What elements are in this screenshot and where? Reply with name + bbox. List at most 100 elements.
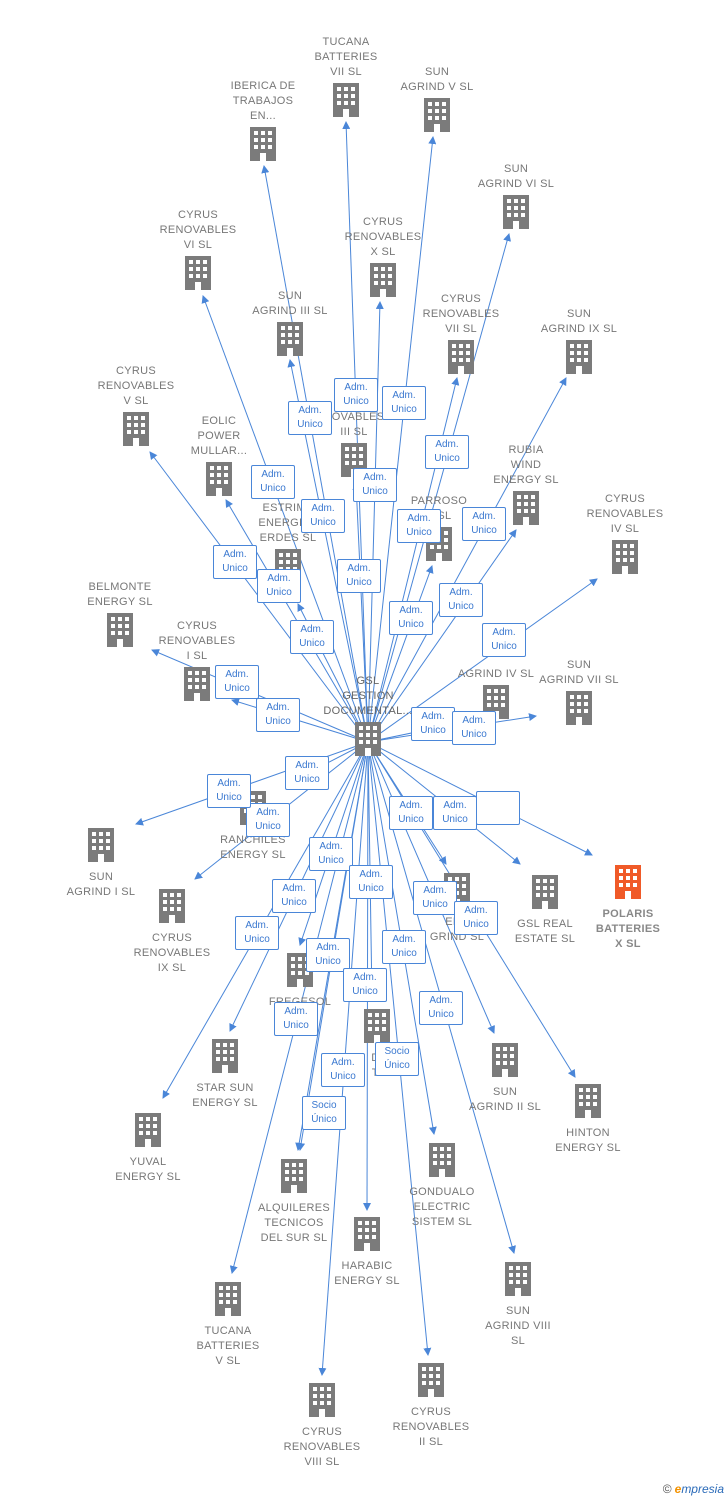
relation-badge[interactable]: Adm. Unico bbox=[353, 468, 397, 502]
relation-badge-socio[interactable]: Socio Único bbox=[302, 1096, 346, 1130]
company-node-sun8[interactable]: SUN AGRIND VIII SL bbox=[463, 1259, 573, 1349]
relation-badge[interactable]: Adm. Unico bbox=[454, 901, 498, 935]
relation-badge[interactable]: Adm. Unico bbox=[382, 930, 426, 964]
relation-badge[interactable]: Adm. Unico bbox=[425, 435, 469, 469]
relation-badge[interactable]: Adm. Unico bbox=[235, 916, 279, 950]
edge-belmonte bbox=[151, 649, 369, 743]
relation-badge[interactable]: Adm. Unico bbox=[482, 623, 526, 657]
company-node-sun1[interactable]: SUN AGRIND I SL bbox=[46, 825, 156, 900]
company-node-sun9[interactable]: SUN AGRIND IX SL bbox=[524, 307, 634, 382]
relation-badge[interactable]: Adm. Unico bbox=[321, 1053, 365, 1087]
relation-badge[interactable]: Adm. Unico bbox=[334, 378, 378, 412]
company-node-cyrus8[interactable]: CYRUS RENOVABLES VIII SL bbox=[267, 1380, 377, 1470]
relation-badge[interactable]: Adm. Unico bbox=[290, 620, 334, 654]
edge-iberica bbox=[261, 165, 369, 743]
company-node-cyrus9[interactable]: CYRUS RENOVABLES IX SL bbox=[117, 886, 227, 976]
relation-badge[interactable]: Adm. Unico bbox=[274, 1002, 318, 1036]
company-node-gondualo[interactable]: GONDUALO ELECTRIC SISTEM SL bbox=[387, 1140, 497, 1230]
company-node-tucana7[interactable]: TUCANA BATTERIES VII SL bbox=[291, 35, 401, 125]
company-node-starsun[interactable]: STAR SUN ENERGY SL bbox=[170, 1036, 280, 1111]
relation-badge[interactable]: Adm. Unico bbox=[285, 756, 329, 790]
company-node-hinton[interactable]: HINTON ENERGY SL bbox=[533, 1081, 643, 1156]
center-company-label: GSL GESTION DOCUMENTAL... bbox=[323, 675, 413, 717]
company-node-sun3[interactable]: SUN AGRIND III SL bbox=[235, 289, 345, 364]
building-icon bbox=[564, 340, 594, 379]
relation-badge[interactable]: Socio Único bbox=[375, 1042, 419, 1076]
building-icon bbox=[613, 865, 643, 904]
relation-badge-polaris[interactable] bbox=[476, 791, 520, 825]
company-node-alquileres[interactable]: ALQUILERES TECNICOS DEL SUR SL bbox=[239, 1156, 349, 1246]
company-label: SUN AGRIND VIII SL bbox=[485, 1305, 551, 1347]
company-label: SUN AGRIND IX SL bbox=[540, 308, 618, 335]
relation-badge[interactable]: Adm. Unico bbox=[452, 711, 496, 745]
company-node-cyrusx[interactable]: CYRUS RENOVABLES X SL bbox=[328, 215, 438, 305]
relation-badge[interactable]: Adm. Unico bbox=[397, 509, 441, 543]
company-node-iberica[interactable]: IBERICA DE TRABAJOS EN... bbox=[208, 79, 318, 169]
relation-badge[interactable]: Adm. Unico bbox=[288, 401, 332, 435]
building-icon bbox=[157, 889, 187, 928]
company-node-sun5[interactable]: SUN AGRIND V SL bbox=[382, 65, 492, 140]
company-node-cyrus7[interactable]: CYRUS RENOVABLES VII SL bbox=[406, 292, 516, 382]
relation-badge[interactable]: Adm. Unico bbox=[389, 601, 433, 635]
company-label: TUCANA BATTERIES V SL bbox=[196, 1325, 260, 1367]
relation-badge[interactable]: Adm. Unico bbox=[256, 698, 300, 732]
building-icon bbox=[511, 491, 541, 530]
relation-badge[interactable]: Adm. Unico bbox=[215, 665, 259, 699]
building-icon bbox=[564, 691, 594, 730]
company-label: CYRUS RENOVABLES IV SL bbox=[586, 493, 664, 535]
company-node-tucana5[interactable]: TUCANA BATTERIES V SL bbox=[173, 1279, 283, 1369]
building-icon bbox=[353, 722, 383, 761]
company-node-cyrus4[interactable]: CYRUS RENOVABLES IV SL bbox=[570, 492, 680, 582]
company-label: YUVAL ENERGY SL bbox=[115, 1156, 181, 1183]
relation-badge[interactable]: Adm. Unico bbox=[411, 707, 455, 741]
edge-rubia bbox=[367, 529, 517, 743]
relation-badge[interactable]: Adm. Unico bbox=[246, 803, 290, 837]
building-icon bbox=[610, 540, 640, 579]
relation-badge[interactable]: Adm. Unico bbox=[272, 879, 316, 913]
company-label: GSL REAL ESTATE SL bbox=[514, 918, 576, 945]
relation-badge[interactable]: Adm. Unico bbox=[306, 938, 350, 972]
company-node-sun2[interactable]: SUN AGRIND II SL bbox=[450, 1040, 560, 1115]
company-node-yuval[interactable]: YUVAL ENERGY SL bbox=[93, 1110, 203, 1185]
company-node-sun7[interactable]: SUN AGRIND VII SL bbox=[524, 658, 634, 733]
relation-badge[interactable]: Adm. Unico bbox=[433, 796, 477, 830]
company-node-cyrus6[interactable]: CYRUS RENOVABLES VI SL bbox=[143, 208, 253, 298]
center-company-node[interactable]: GSL GESTION DOCUMENTAL... bbox=[313, 674, 423, 764]
company-node-cyrus2[interactable]: CYRUS RENOVABLES II SL bbox=[376, 1360, 486, 1450]
building-icon bbox=[331, 83, 361, 122]
highlighted-company-node[interactable]: POLARIS BATTERIES X SL bbox=[573, 862, 683, 952]
relation-badge[interactable]: Adm. Unico bbox=[349, 865, 393, 899]
relation-badge[interactable]: Adm. Unico bbox=[309, 837, 353, 871]
relation-badge[interactable]: Adm. Unico bbox=[462, 507, 506, 541]
company-label: SUN AGRIND II SL bbox=[468, 1086, 542, 1113]
building-icon bbox=[133, 1113, 163, 1152]
company-node-rubia[interactable]: RUBIA WIND ENERGY SL bbox=[471, 443, 581, 533]
company-node-gslreal[interactable]: GSL REAL ESTATE SL bbox=[490, 872, 600, 947]
relation-badge[interactable]: Adm. Unico bbox=[413, 881, 457, 915]
relation-badge[interactable]: Adm. Unico bbox=[389, 796, 433, 830]
building-icon bbox=[446, 340, 476, 379]
company-node-harabic[interactable]: HARABIC ENERGY SL bbox=[312, 1214, 422, 1289]
company-node-belmonte[interactable]: BELMONTE ENERGY SL bbox=[65, 580, 175, 655]
relation-badge[interactable]: Adm. Unico bbox=[257, 569, 301, 603]
relation-badge[interactable]: Adm. Unico bbox=[439, 583, 483, 617]
building-icon bbox=[427, 1143, 457, 1182]
company-label: SUN AGRIND III SL bbox=[252, 290, 328, 317]
building-icon bbox=[183, 256, 213, 295]
relation-badge[interactable]: Adm. Unico bbox=[419, 991, 463, 1025]
building-icon bbox=[86, 828, 116, 867]
relation-badge[interactable]: Adm. Unico bbox=[213, 545, 257, 579]
relation-badge[interactable]: Adm. Unico bbox=[343, 968, 387, 1002]
building-icon bbox=[121, 412, 151, 451]
relation-badge[interactable]: Adm. Unico bbox=[301, 499, 345, 533]
relation-badge[interactable]: Adm. Unico bbox=[382, 386, 426, 420]
company-node-cyrus1[interactable]: CYRUS RENOVABLES I SL bbox=[142, 619, 252, 709]
company-node-eolic[interactable]: EOLIC POWER MULLAR... bbox=[164, 414, 274, 504]
relation-badge[interactable]: Adm. Unico bbox=[251, 465, 295, 499]
relation-badge[interactable]: Adm. Unico bbox=[207, 774, 251, 808]
company-node-cyrus5[interactable]: CYRUS RENOVABLES V SL bbox=[81, 364, 191, 454]
relation-badge[interactable]: Adm. Unico bbox=[337, 559, 381, 593]
edge-cyrus1 bbox=[231, 698, 369, 743]
company-node-sun6[interactable]: SUN AGRIND VI SL bbox=[461, 162, 571, 237]
company-label: STAR SUN ENERGY SL bbox=[192, 1082, 258, 1109]
